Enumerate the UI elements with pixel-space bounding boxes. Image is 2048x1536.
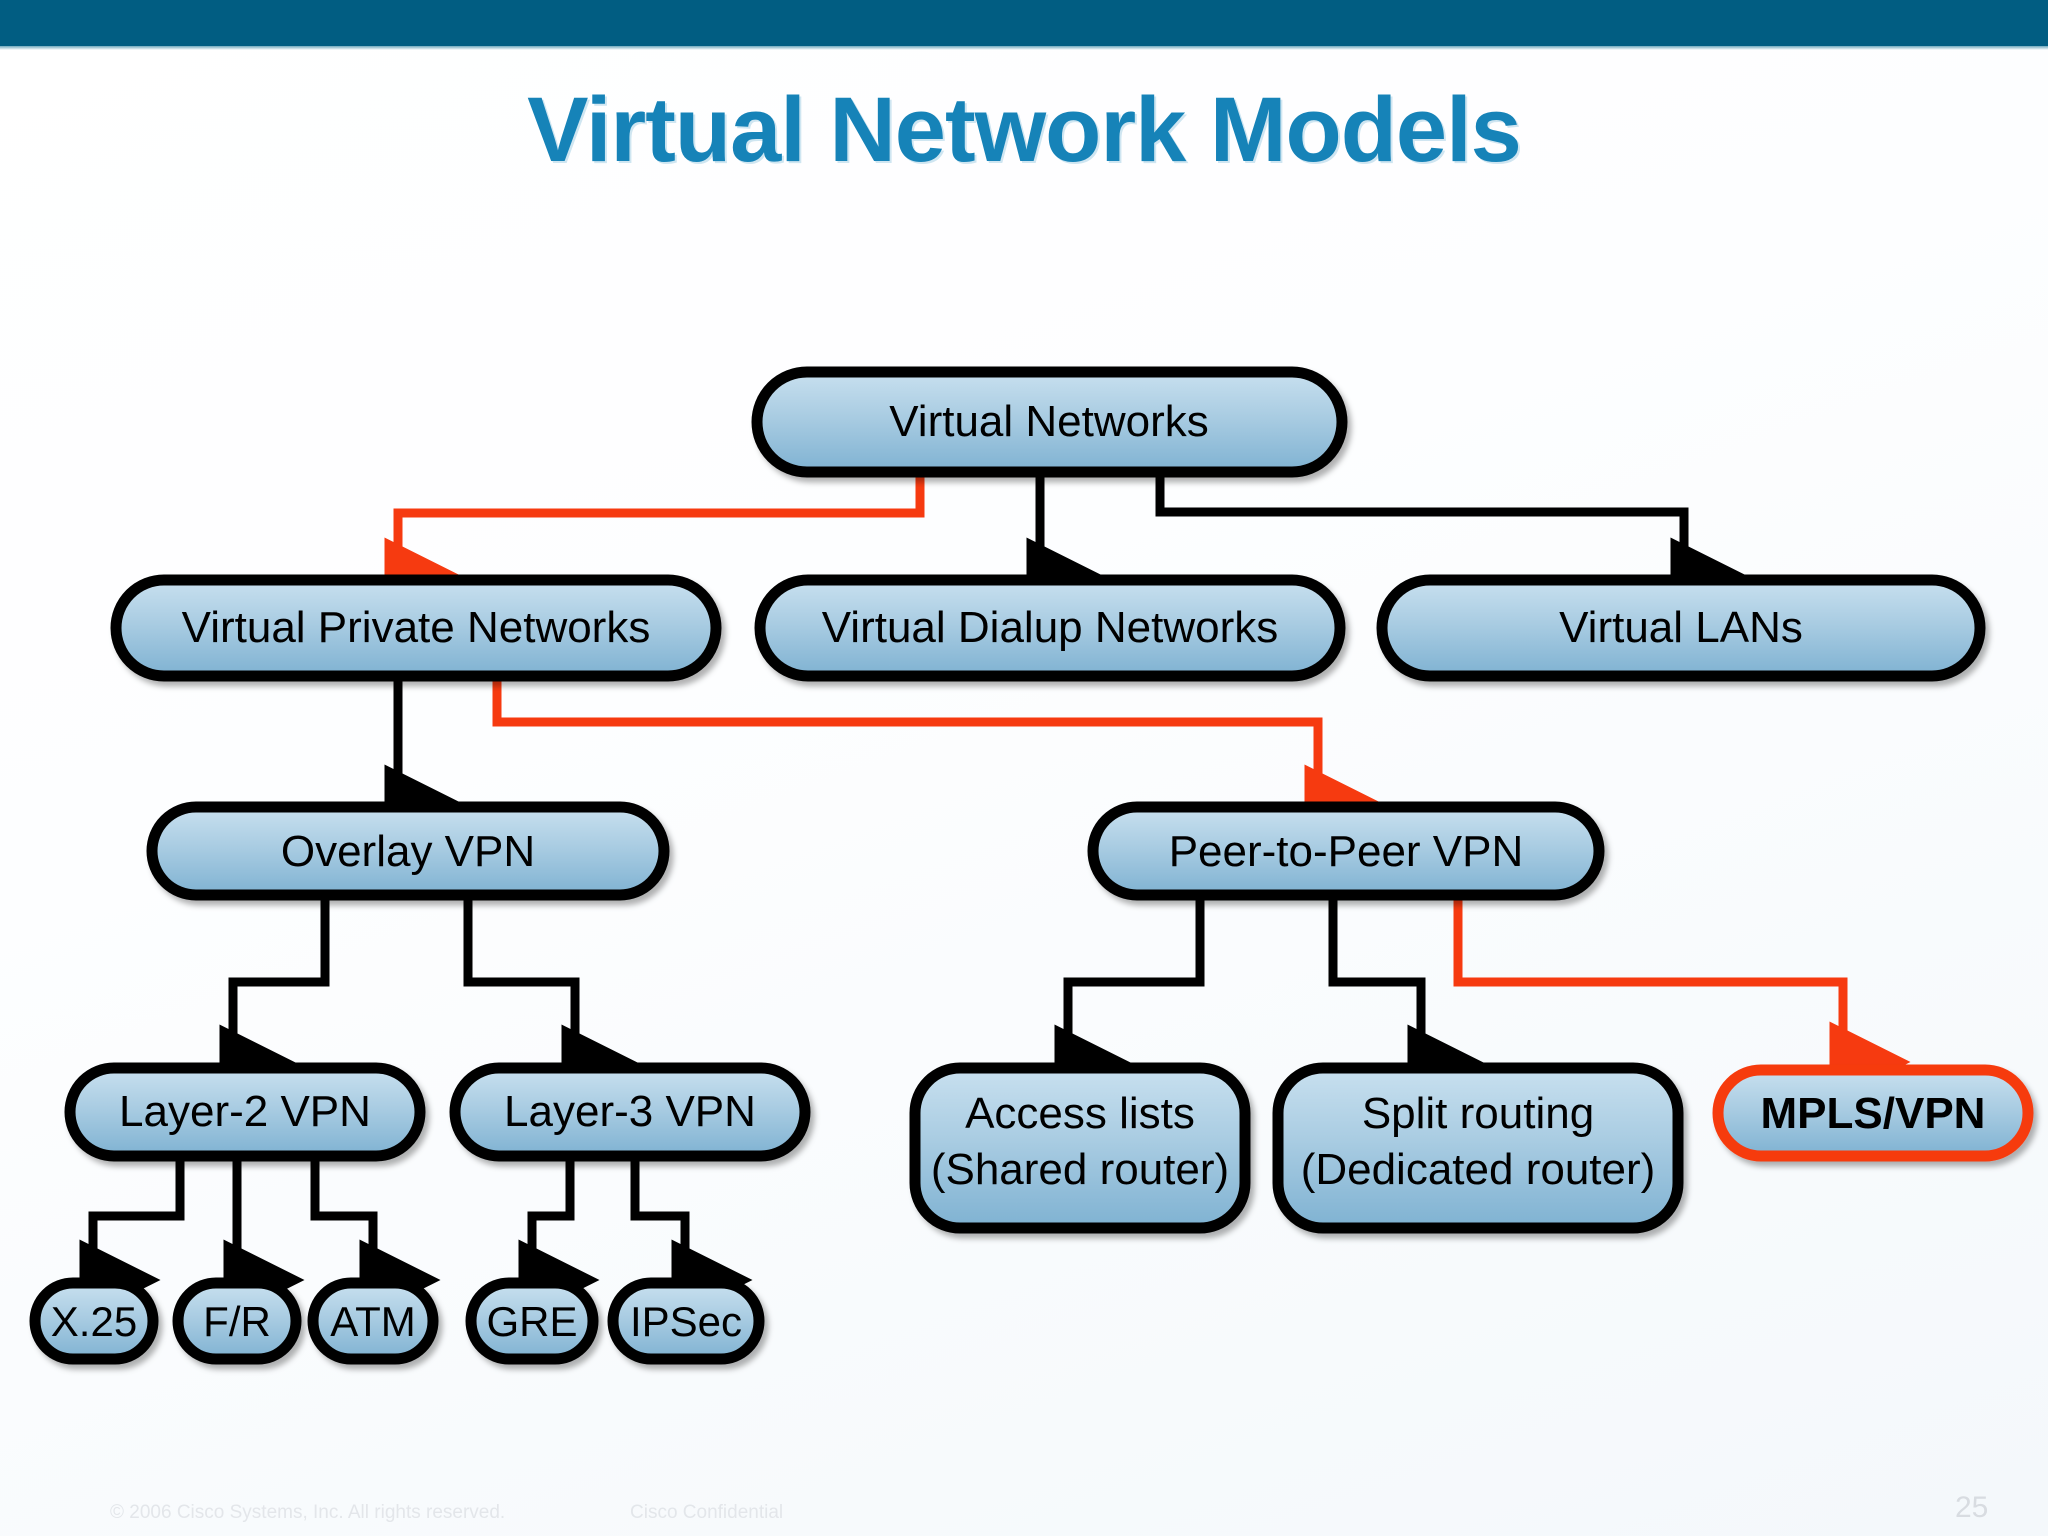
node-shape — [146, 801, 670, 901]
edge-virtual-networks-to-virtual-lans — [1155, 470, 1752, 619]
node-shape — [909, 1062, 1251, 1234]
node-label: MPLS/VPN — [1761, 1089, 1986, 1138]
node-label: Overlay VPN — [281, 827, 535, 876]
slide-top-bar-edge — [0, 46, 2048, 50]
node-shape — [29, 1277, 159, 1365]
node-label: F/R — [203, 1298, 271, 1345]
node-label-line1: Access lists — [965, 1089, 1195, 1138]
node-mpls-vpn[interactable]: MPLS/VPN — [1712, 1064, 2034, 1162]
node-split-routing[interactable]: Split routing (Dedicated router) — [1272, 1062, 1684, 1234]
edge-layer-3-to-gre — [518, 1160, 600, 1321]
node-virtual-networks[interactable]: Virtual Networks — [751, 366, 1348, 478]
edge-overlay-to-layer-3-vpn — [463, 892, 643, 1106]
node-overlay-vpn[interactable]: Overlay VPN — [146, 801, 670, 901]
edge-layer-2-to-x25 — [79, 1160, 185, 1321]
node-shape — [110, 574, 722, 682]
edge-peer-to-peer-to-access-lists — [1054, 892, 1205, 1106]
node-shape — [1087, 801, 1605, 901]
node-label: Peer-to-Peer VPN — [1169, 827, 1524, 876]
node-label: X.25 — [51, 1298, 137, 1345]
node-shape — [751, 366, 1348, 478]
node-layer-2-vpn[interactable]: Layer-2 VPN — [64, 1062, 426, 1162]
node-label-line1: Split routing — [1362, 1089, 1594, 1138]
node-virtual-private-networks[interactable]: Virtual Private Networks — [110, 574, 722, 682]
edge-peer-to-peer-to-split-routing — [1328, 892, 1489, 1106]
node-label: Virtual Networks — [889, 397, 1209, 446]
node-atm[interactable]: ATM — [307, 1277, 439, 1365]
node-label: Layer-2 VPN — [119, 1087, 371, 1136]
node-virtual-lans[interactable]: Virtual LANs — [1376, 574, 1986, 682]
node-shape — [465, 1277, 599, 1365]
node-label: Virtual Dialup Networks — [822, 603, 1278, 652]
page-number: 25 — [1955, 1491, 1989, 1524]
node-fr[interactable]: F/R — [172, 1277, 302, 1365]
edge-virtual-networks-to-virtual-private — [384, 470, 925, 619]
connector-layer — [79, 470, 1911, 1321]
edge-layer-3-to-ipsec — [630, 1160, 753, 1321]
node-access-lists[interactable]: Access lists (Shared router) — [909, 1062, 1251, 1234]
node-label: Virtual LANs — [1559, 603, 1803, 652]
edge-peer-to-peer-to-mpls-vpn — [1453, 885, 1911, 1103]
node-x25[interactable]: X.25 — [29, 1277, 159, 1365]
node-ipsec[interactable]: IPSec — [607, 1277, 765, 1365]
edge-layer-2-to-atm — [310, 1160, 441, 1321]
node-shape — [1376, 574, 1986, 682]
node-label: Virtual Private Networks — [182, 603, 651, 652]
edge-virtual-private-to-peer-to-peer — [492, 672, 1386, 846]
node-layer-3-vpn[interactable]: Layer-3 VPN — [449, 1062, 811, 1162]
node-shape — [64, 1062, 426, 1162]
node-shape — [1272, 1062, 1684, 1234]
node-label: GRE — [486, 1298, 577, 1345]
node-shape — [754, 574, 1346, 682]
edge-overlay-to-layer-2-vpn — [219, 892, 330, 1106]
footer-classification: Cisco Confidential — [630, 1502, 784, 1523]
node-shape — [449, 1062, 811, 1162]
node-label-line2: (Shared router) — [931, 1145, 1229, 1194]
node-label: ATM — [330, 1298, 416, 1345]
node-shape-highlighted — [1712, 1064, 2034, 1162]
node-virtual-dialup-networks[interactable]: Virtual Dialup Networks — [754, 574, 1346, 682]
node-shape — [172, 1277, 302, 1365]
node-label: Layer-3 VPN — [504, 1087, 756, 1136]
page-title: Virtual Network Models — [527, 79, 1522, 181]
slide-top-bar — [0, 0, 2048, 46]
node-shape — [607, 1277, 765, 1365]
node-label-line2: (Dedicated router) — [1301, 1145, 1656, 1194]
node-gre[interactable]: GRE — [465, 1277, 599, 1365]
node-shape — [307, 1277, 439, 1365]
footer-copyright: © 2006 Cisco Systems, Inc. All rights re… — [110, 1502, 506, 1523]
node-label: IPSec — [630, 1298, 742, 1345]
node-peer-to-peer-vpn[interactable]: Peer-to-Peer VPN — [1087, 801, 1605, 901]
